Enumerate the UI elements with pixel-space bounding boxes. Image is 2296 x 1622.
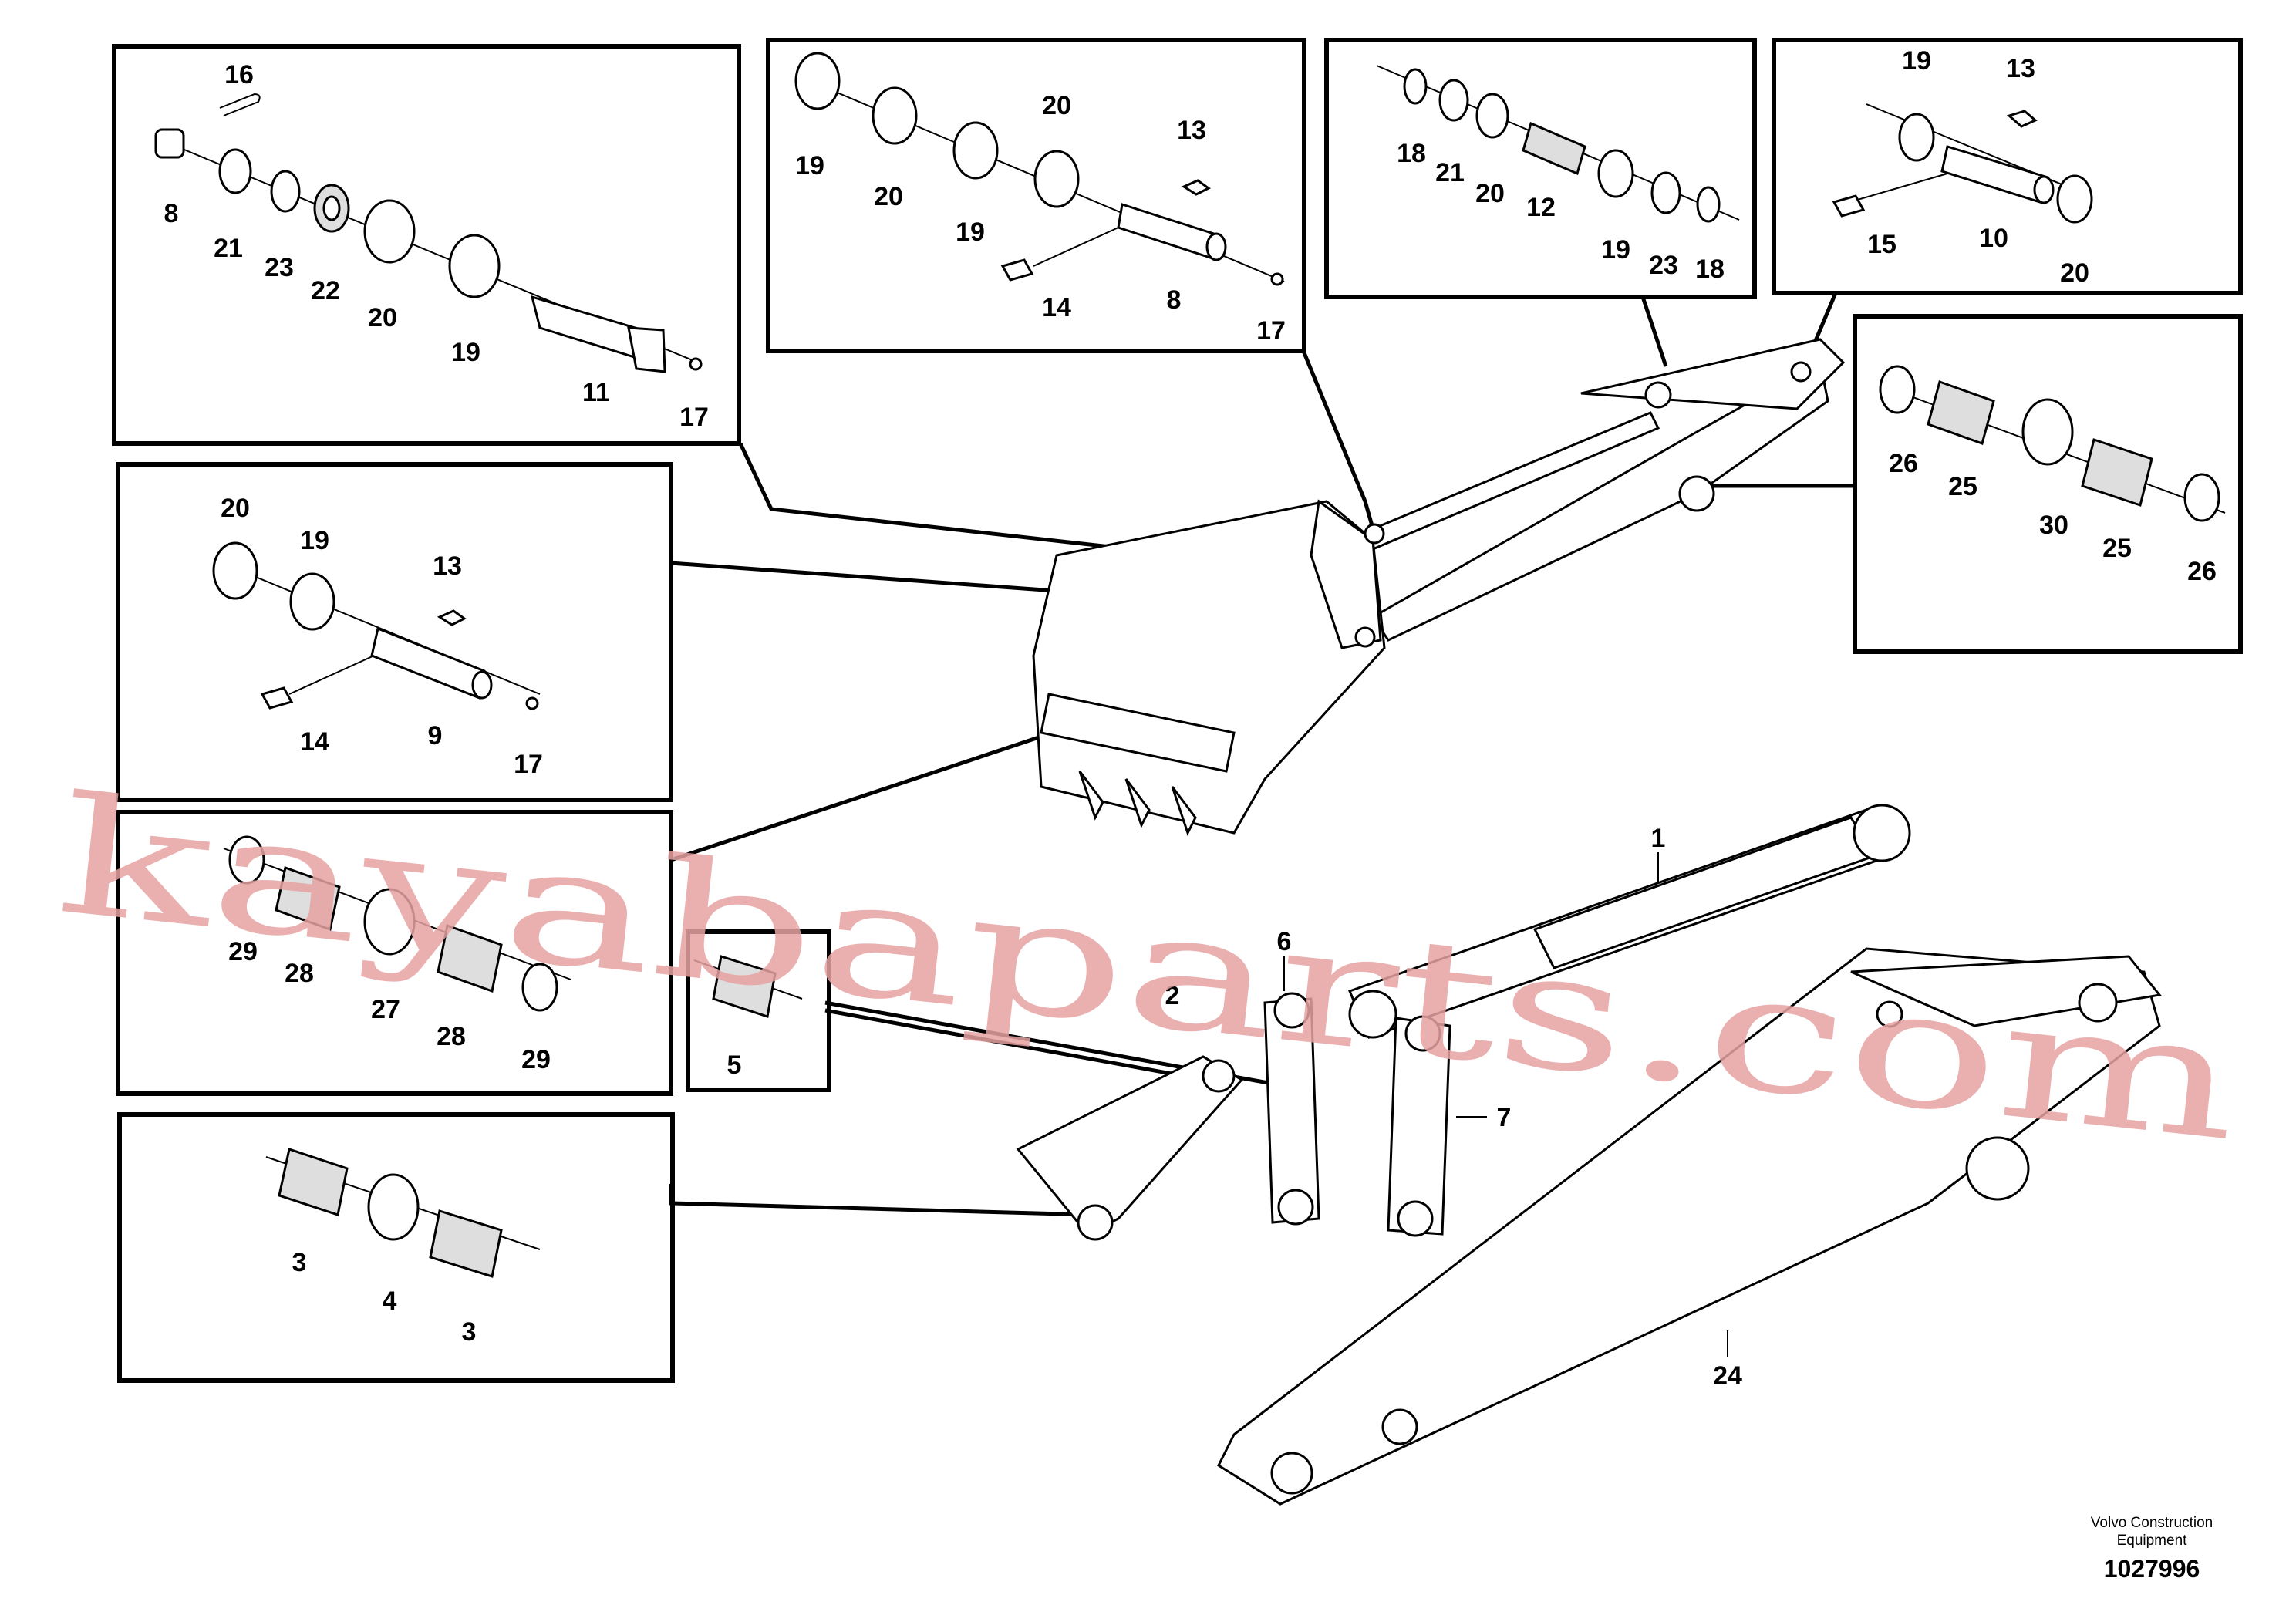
detail-box-g: 29 28 27 28 29 <box>116 810 673 1096</box>
callout: 10 <box>1979 224 2008 253</box>
bushing-part <box>275 866 341 931</box>
callout: 9 <box>428 721 443 750</box>
callout: 30 <box>2039 511 2068 540</box>
callout: 8 <box>164 199 179 228</box>
callout: 13 <box>433 551 462 581</box>
callout: 23 <box>265 253 294 282</box>
callout: 20 <box>368 303 397 332</box>
callout: 19 <box>1601 235 1630 265</box>
callout: 17 <box>1256 316 1286 346</box>
callout: 20 <box>1475 179 1505 208</box>
callout: 6 <box>1277 927 1292 956</box>
main-callouts: 1 6 2 7 24 <box>1165 824 1742 1391</box>
callout: 7 <box>1497 1103 1512 1132</box>
callout: 14 <box>300 727 329 757</box>
callout: 20 <box>2060 258 2089 288</box>
bushing-part <box>437 924 503 993</box>
callout: 20 <box>221 494 250 523</box>
bushing-part <box>2081 438 2153 507</box>
callout: 22 <box>311 276 340 305</box>
callout: 19 <box>956 218 985 247</box>
callout: 20 <box>1042 91 1071 120</box>
bushing-part <box>712 955 777 1018</box>
credit-line-2: Equipment <box>2117 1533 2188 1549</box>
arm-part <box>1217 947 2161 1506</box>
callout: 24 <box>1713 1361 1742 1391</box>
bushing-part <box>429 1209 503 1278</box>
document-number: 1027996 <box>2104 1555 2200 1583</box>
detail-box-e: 26 25 30 25 26 <box>1853 314 2243 654</box>
callout: 29 <box>228 937 258 966</box>
callout: 18 <box>1695 255 1725 284</box>
callout: 1 <box>1651 824 1666 853</box>
callout: 14 <box>1042 293 1071 322</box>
callout: 18 <box>1397 139 1426 168</box>
callout: 26 <box>2187 557 2217 586</box>
detail-box-f: 20 19 13 14 9 17 <box>116 462 673 802</box>
detail-box-b: 19 20 19 20 13 14 8 17 <box>766 38 1306 353</box>
bucket-arm-assembly <box>1032 338 1846 836</box>
callout: 19 <box>300 526 329 555</box>
callout: 15 <box>1867 230 1896 259</box>
callout: 21 <box>1435 158 1465 187</box>
callout: 5 <box>727 1050 742 1080</box>
callout: 17 <box>679 403 709 432</box>
callout: 13 <box>2006 54 2035 83</box>
callout: 26 <box>1889 449 1918 478</box>
callout: 4 <box>383 1286 397 1316</box>
callout: 13 <box>1177 116 1206 145</box>
callout: 29 <box>521 1045 551 1074</box>
callout: 21 <box>214 234 243 263</box>
callout: 25 <box>1948 472 1977 501</box>
callout: 19 <box>451 338 480 367</box>
callout: 3 <box>292 1248 307 1277</box>
detail-box-h: 5 <box>686 929 831 1092</box>
bushing-part <box>1927 380 1995 445</box>
arm-part <box>1371 360 1829 642</box>
link-part <box>1016 1055 1244 1236</box>
detail-box-c: 18 21 20 12 19 23 18 <box>1324 38 1757 299</box>
callout: 19 <box>795 151 824 180</box>
callout: 16 <box>224 60 254 89</box>
callout: 17 <box>514 750 543 779</box>
detail-box-a: 16 8 21 23 22 20 19 11 17 <box>112 44 741 446</box>
bushing-part <box>278 1148 349 1216</box>
callout: 28 <box>285 959 314 988</box>
callout: 28 <box>437 1022 466 1051</box>
callout: 20 <box>874 182 903 211</box>
bucket-teeth <box>1078 771 1197 836</box>
callout: 8 <box>1167 285 1182 315</box>
cotter-pin-part <box>219 93 261 116</box>
detail-box-d: 19 13 15 10 20 <box>1772 38 2243 295</box>
nut-part <box>154 128 185 159</box>
pin-part <box>1940 145 2049 204</box>
detail-box-i: 3 4 3 <box>117 1112 675 1383</box>
pin-part <box>370 626 486 700</box>
callout: 23 <box>1649 251 1678 280</box>
credit-line-1: Volvo Construction <box>2091 1515 2213 1531</box>
pin-part <box>1117 203 1220 260</box>
bushing-part <box>1522 121 1586 176</box>
callout: 3 <box>462 1317 477 1347</box>
exploded-parts <box>1016 804 2162 1506</box>
callout: 27 <box>371 995 400 1024</box>
callout: 2 <box>1165 981 1180 1010</box>
callout: 12 <box>1526 193 1556 222</box>
callout: 19 <box>1902 46 1931 76</box>
callout: 25 <box>2102 534 2132 563</box>
callout: 11 <box>582 378 610 407</box>
